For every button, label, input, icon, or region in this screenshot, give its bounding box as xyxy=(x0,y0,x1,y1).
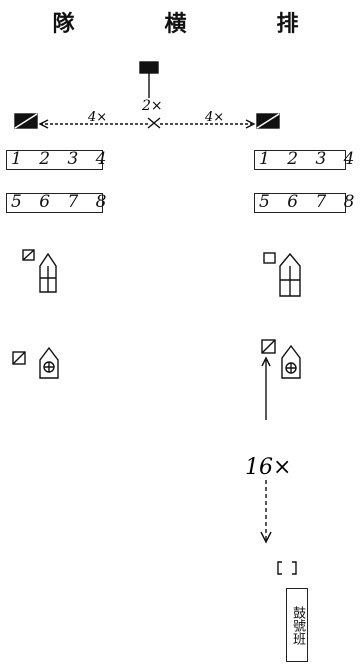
right-row2-box: 5 6 7 8 xyxy=(254,193,354,213)
spacing-vertical-label: 2× xyxy=(141,98,163,114)
drum-corps-label: 鼓號班 xyxy=(286,588,308,662)
right-tower-icon xyxy=(279,252,301,297)
lower-left-marker-icon xyxy=(12,351,26,365)
formation-diagram: 2× 4× 4× 16× xyxy=(12,61,301,575)
lower-right-marker-icon xyxy=(261,339,276,354)
center-cross-icon xyxy=(147,117,161,129)
top-flag-icon xyxy=(139,61,159,74)
unit-marker-icon xyxy=(277,561,297,575)
spacing-right-label: 4× xyxy=(204,110,224,125)
right-row1-box: 1 2 3 4 xyxy=(254,150,354,170)
lower-left-drum-icon xyxy=(39,346,59,379)
spacing-long-label: 16× xyxy=(245,455,291,480)
left-row2-box: 5 6 7 8 xyxy=(6,193,106,213)
lower-right-drum-icon xyxy=(281,344,301,379)
right-marker-icon xyxy=(263,252,276,264)
left-row1-box: 1 2 3 4 xyxy=(6,150,106,170)
left-tower-icon xyxy=(39,252,57,293)
diagram-title: 隊 横 排 xyxy=(52,11,333,37)
left-marker-icon xyxy=(22,249,35,261)
spacing-left-label: 4× xyxy=(87,110,107,125)
